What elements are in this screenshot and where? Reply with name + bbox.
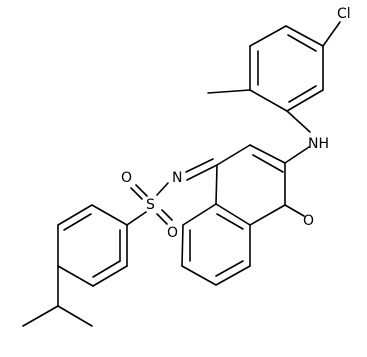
bond-s-o-bottom-double: [156, 213, 168, 225]
ketone-oxygen-label: O: [303, 213, 314, 229]
double-bond-inner: [63, 213, 92, 231]
bond-s-o-top: [135, 184, 148, 197]
bond: [249, 144, 286, 164]
bond: [181, 265, 217, 286]
double-bond-inner: [287, 34, 317, 52]
quinone-ring: [215, 144, 286, 226]
isopropylphenyl-ring: [57, 204, 128, 287]
bond-c-cl: [322, 21, 341, 47]
bond: [286, 89, 324, 112]
bond: [249, 25, 287, 47]
bond-methyl: [207, 89, 251, 94]
double-bond-inner: [92, 260, 121, 278]
bond-c-n-imine-double: [185, 158, 214, 173]
double-bond-inner: [288, 85, 317, 103]
bond: [181, 224, 184, 267]
bond: [216, 144, 251, 166]
bond-s-aryl: [126, 211, 147, 226]
bond: [215, 164, 218, 205]
chlorophenyl-ring: [249, 25, 324, 112]
bond: [215, 265, 251, 286]
double-bond-inner: [216, 213, 244, 230]
bond: [285, 25, 324, 47]
benzo-ring: [181, 203, 251, 286]
bond-isopropyl-methyl-2: [57, 305, 93, 327]
sulfonyl-oxygen-top-label: O: [121, 170, 132, 186]
bond-s-o-bottom: [161, 209, 173, 221]
bond-isopropyl-methyl-1: [22, 305, 59, 327]
chlorine-label: Cl: [337, 6, 351, 22]
bond: [182, 203, 217, 226]
double-bond-inner: [215, 260, 244, 277]
imine-nitrogen-label: N: [172, 170, 182, 186]
amine-label: NH: [308, 136, 329, 152]
bond: [57, 204, 93, 226]
bond-aryl-nh: [286, 110, 311, 133]
bond: [249, 89, 288, 112]
bond: [57, 265, 94, 287]
bond: [215, 203, 251, 226]
double-bond-inner: [252, 154, 284, 173]
bond-nh-c3: [284, 146, 310, 164]
bond: [91, 204, 128, 226]
sulfonyl-oxygen-bottom-label: O: [167, 225, 178, 241]
bond: [249, 204, 286, 226]
sulfur-label: S: [146, 197, 155, 213]
bond: [92, 265, 128, 287]
bond-c-n-imine: [186, 164, 218, 181]
bond-s-o-top-double: [130, 187, 143, 200]
bond-c-o-ketone: [284, 204, 305, 217]
bond-n-s: [156, 182, 169, 196]
